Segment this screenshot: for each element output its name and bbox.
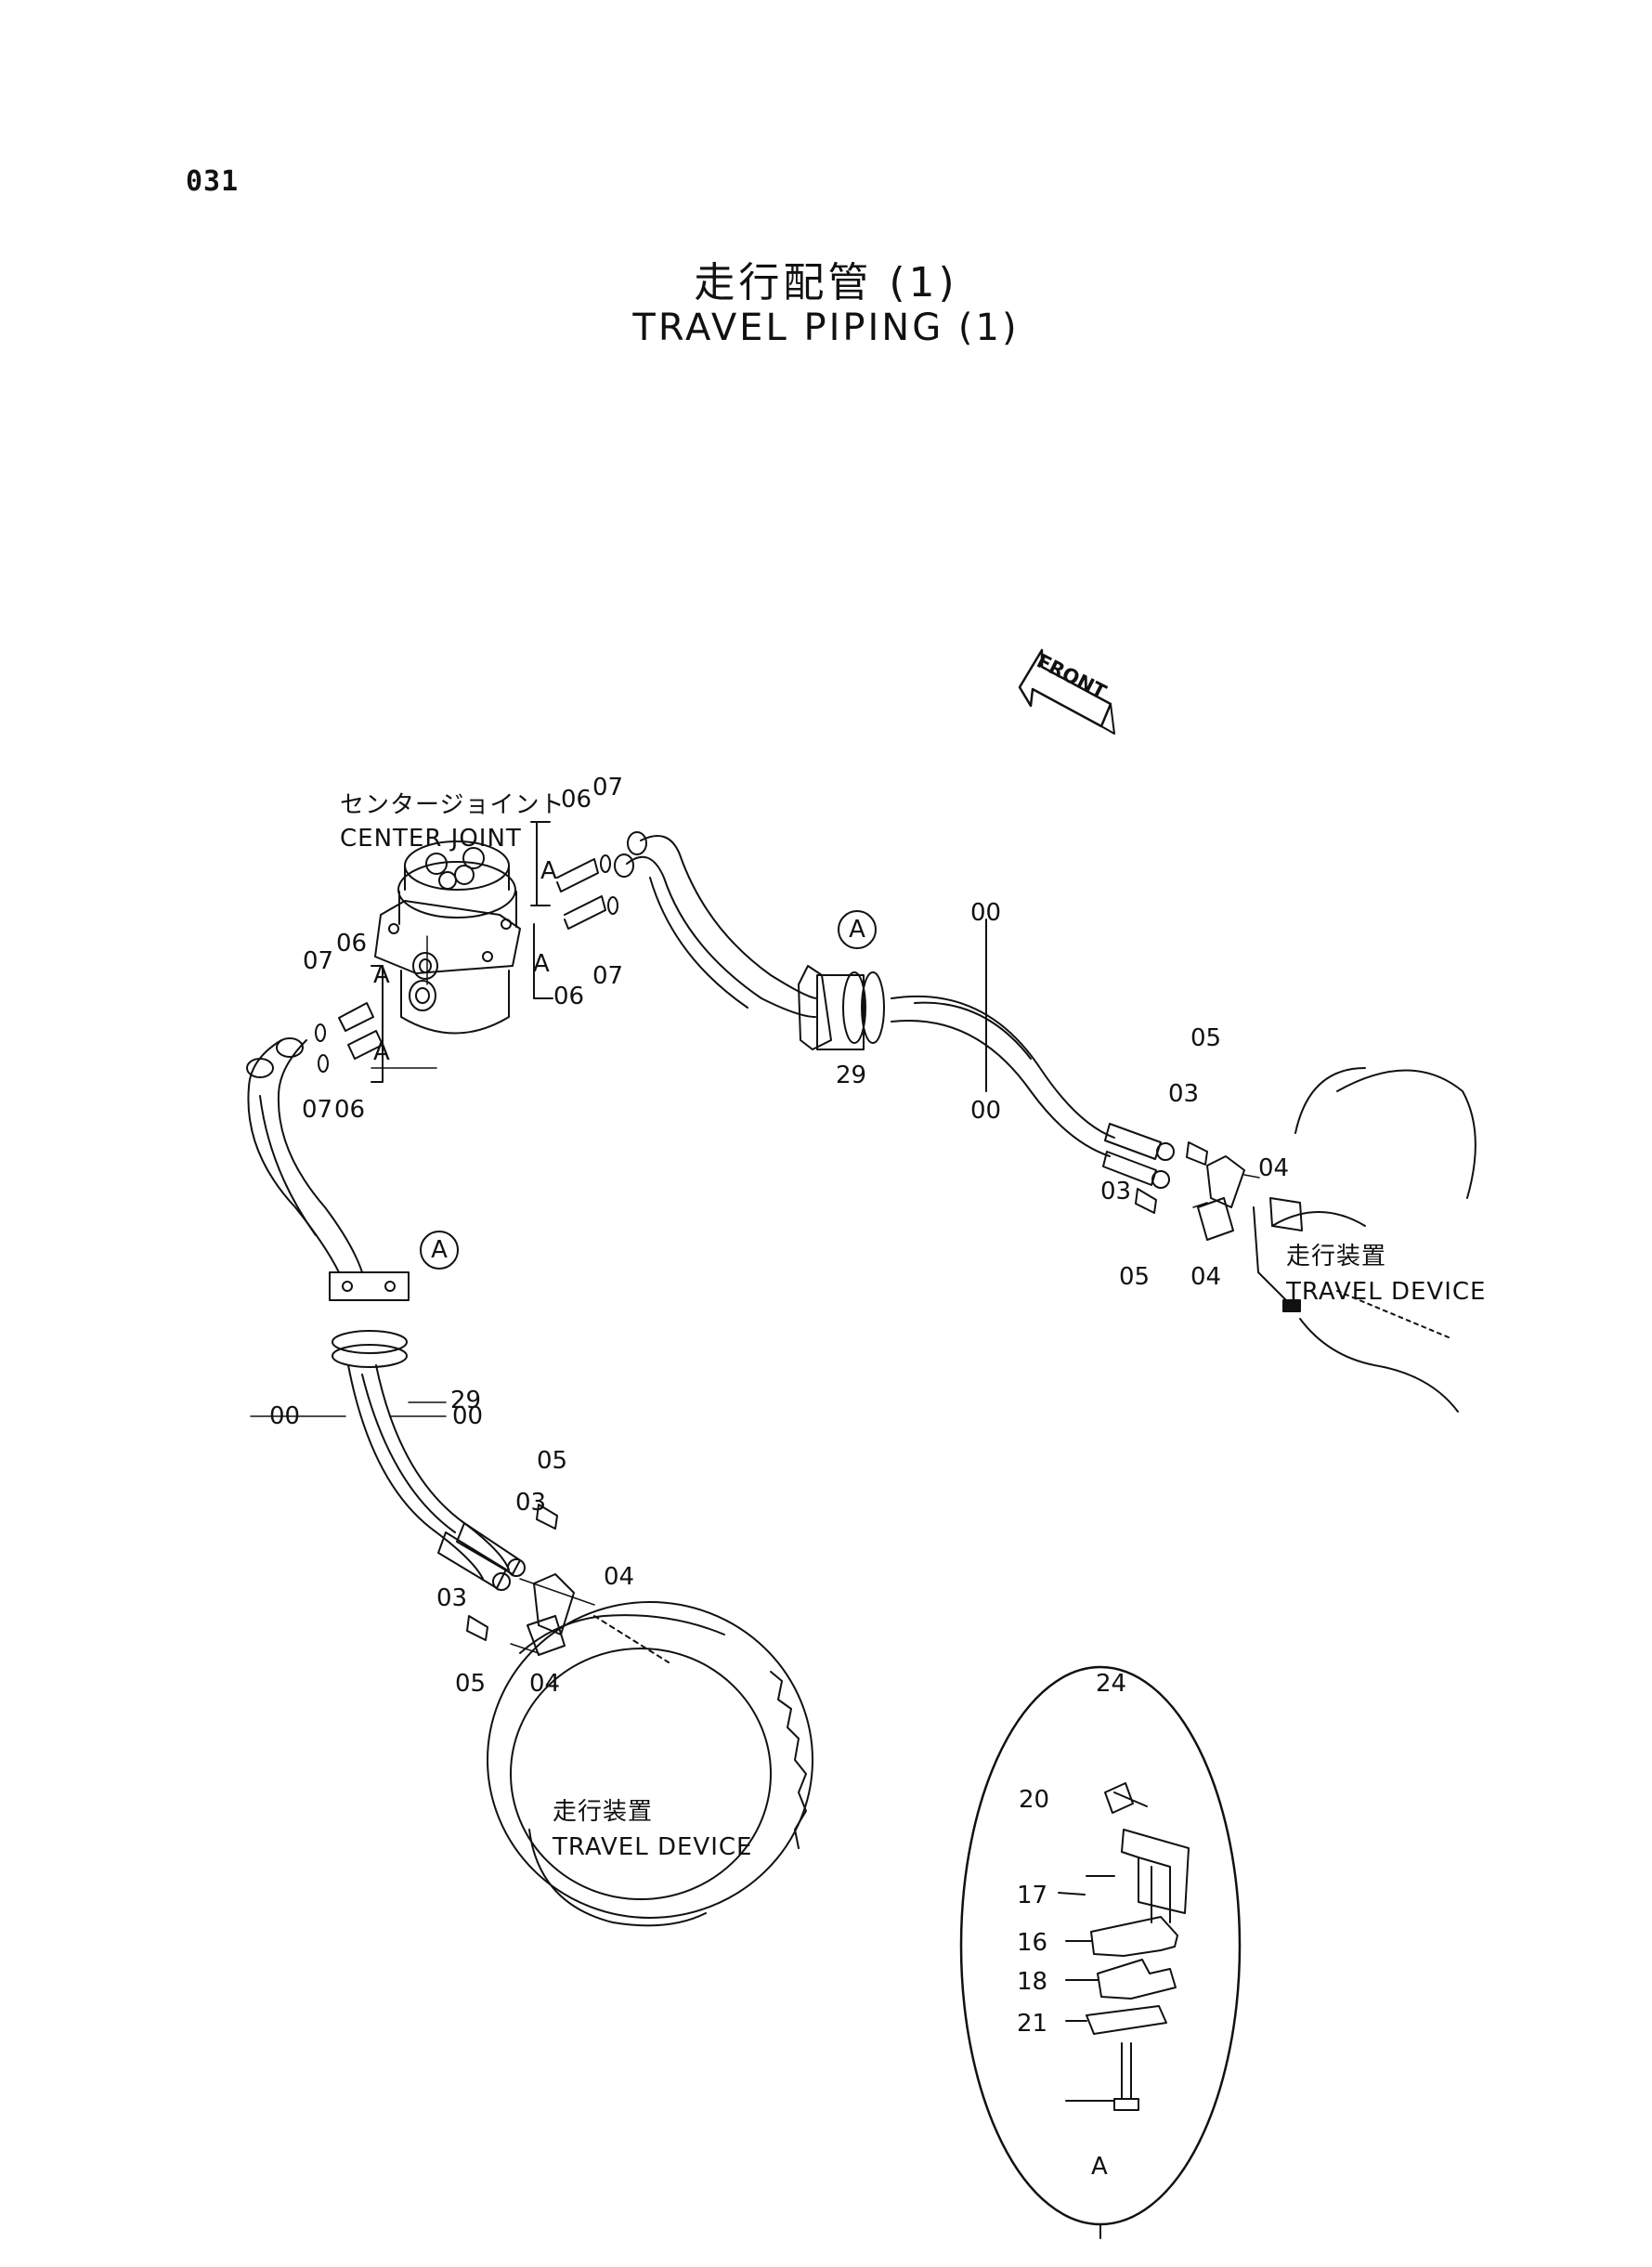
part-number-18: 18 xyxy=(1017,1968,1048,1996)
title-english: TRAVEL PIPING (1) xyxy=(632,306,1020,349)
center-joint-label-jp: センタージョイント xyxy=(340,791,566,819)
part-number-07: 07 xyxy=(592,774,624,801)
part-number-05: 05 xyxy=(1190,1024,1222,1052)
front-arrow: FRONT xyxy=(1020,650,1114,734)
page-number: 031 xyxy=(186,165,240,198)
part-number-04: 04 xyxy=(529,1670,561,1698)
travel-device-upper xyxy=(1254,1068,1476,1412)
part-number-21: 21 xyxy=(1017,2010,1048,2038)
center-joint-label-en: CENTER JOINT xyxy=(340,825,522,853)
part-number-05: 05 xyxy=(1119,1263,1151,1291)
part-number-05: 05 xyxy=(537,1447,568,1475)
travel-device-lower xyxy=(488,1602,813,1925)
part-number-06: 06 xyxy=(553,983,585,1010)
title-japanese: 走行配管 (1) xyxy=(694,259,958,306)
detail-a-circle xyxy=(961,1667,1240,2238)
fitting-group-a-label: A xyxy=(533,950,550,978)
travel-device-lower-label-en: TRAVEL DEVICE xyxy=(553,1833,753,1861)
part-number-04: 04 xyxy=(604,1563,635,1591)
part-number-00: 00 xyxy=(269,1402,301,1430)
fitting-group-a-label: A xyxy=(540,857,557,885)
detail-a-callout-left: A xyxy=(420,1231,459,1270)
travel-device-lower-label-jp: 走行装置 xyxy=(553,1798,654,1826)
part-number-07: 07 xyxy=(303,947,334,975)
part-number-03: 03 xyxy=(1168,1080,1200,1108)
fitting-group-a-label: A xyxy=(373,961,390,989)
part-number-20: 20 xyxy=(1019,1786,1050,1814)
part-number-00: 00 xyxy=(970,899,1002,927)
travel-device-upper-label-en: TRAVEL DEVICE xyxy=(1286,1278,1487,1306)
leader-lines xyxy=(251,936,1259,1653)
part-number-05: 05 xyxy=(455,1670,487,1698)
part-number-00: 00 xyxy=(970,1097,1002,1125)
center-joint-fittings xyxy=(316,822,618,1082)
part-number-06: 06 xyxy=(336,930,368,958)
part-number-00: 00 xyxy=(452,1402,484,1430)
part-number-04: 04 xyxy=(1190,1263,1222,1291)
part-number-07: 07 xyxy=(302,1096,333,1124)
fitting-group-a-label: A xyxy=(373,1038,390,1066)
part-number-07: 07 xyxy=(592,962,624,990)
part-number-03: 03 xyxy=(436,1584,468,1612)
part-number-29: 29 xyxy=(450,1387,482,1414)
travel-device-upper-label-jp: 走行装置 xyxy=(1286,1243,1387,1270)
part-number-17: 17 xyxy=(1017,1882,1048,1909)
part-number-06: 06 xyxy=(334,1096,366,1124)
part-number-06: 06 xyxy=(561,786,592,814)
left-hoses xyxy=(247,1038,574,1655)
part-number-24: 24 xyxy=(1096,1670,1127,1698)
part-number-16: 16 xyxy=(1017,1929,1048,1957)
part-number-03: 03 xyxy=(515,1489,547,1517)
detail-a-callout-upper: A xyxy=(838,910,877,949)
center-joint xyxy=(375,841,520,1034)
upper-hoses xyxy=(615,832,1244,1240)
part-number-04: 04 xyxy=(1258,1154,1290,1182)
detail-a-circle-label: A xyxy=(1091,2153,1108,2181)
part-number-29: 29 xyxy=(836,1062,867,1089)
part-number-03: 03 xyxy=(1100,1178,1132,1205)
